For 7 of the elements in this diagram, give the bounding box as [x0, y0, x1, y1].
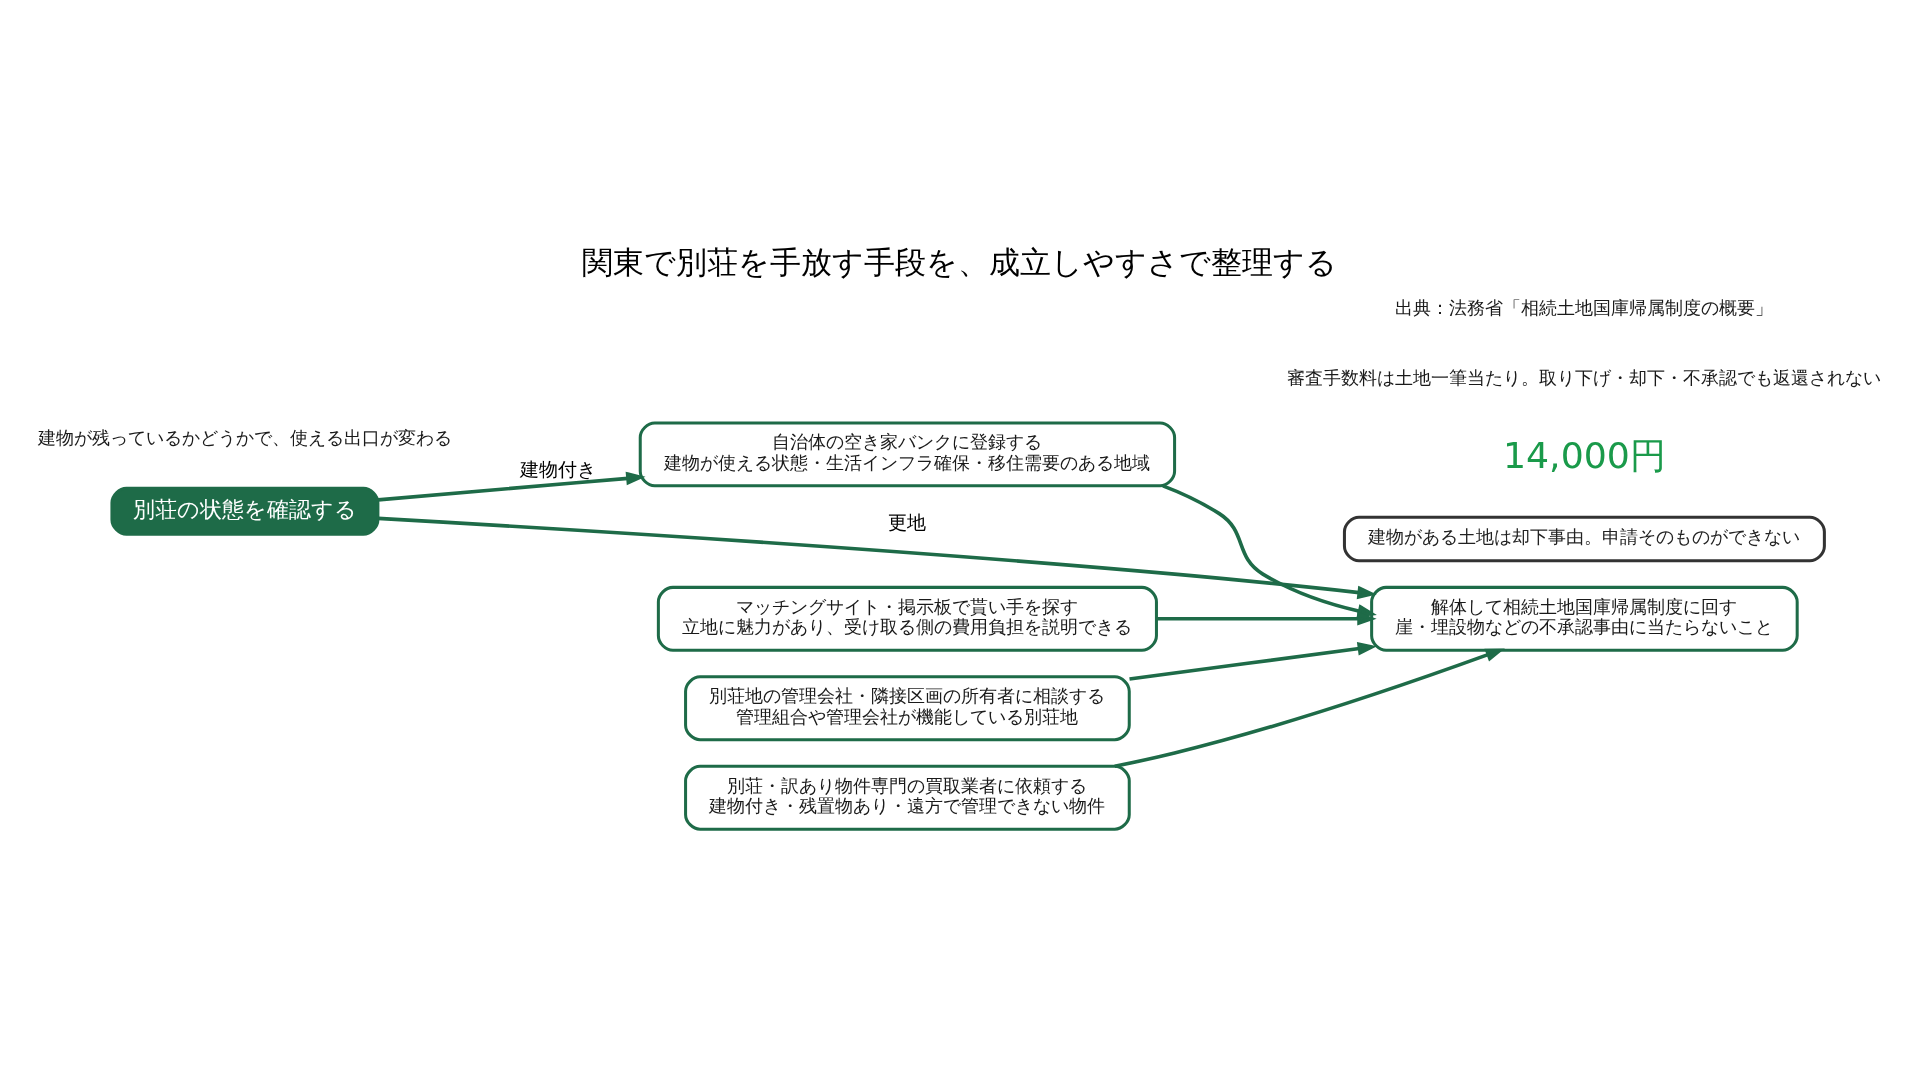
edge-label: 更地 — [888, 511, 927, 535]
label: 出典：法務省「相続土地国庫帰属制度の概要」 — [1395, 296, 1774, 318]
label: 審査手数料は土地一筆当たり。取り下げ・却下・不承認でも返還されない — [1287, 366, 1882, 388]
label: 14,000円 — [1502, 434, 1666, 478]
diagram-title: 関東で別荘を手放す手段を、成立しやすさで整理する — [582, 243, 1338, 280]
edge-label: 建物付き — [520, 457, 597, 481]
label: 建物が残っているかどうかで、使える出口が変わる — [37, 427, 452, 449]
